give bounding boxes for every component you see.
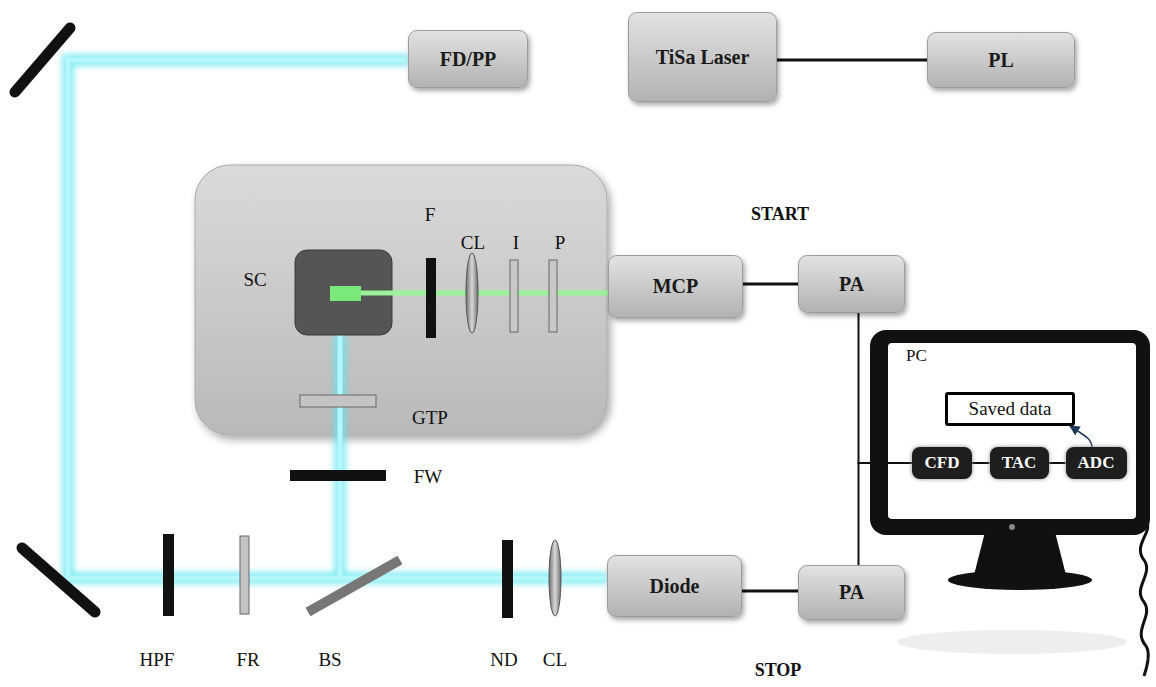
node-text: Diode — [650, 575, 700, 598]
glan-thompson-polarizer — [300, 395, 376, 407]
node-text: ADC — [1078, 453, 1115, 473]
node-text: PL — [988, 49, 1014, 72]
node-text: PA — [839, 581, 864, 604]
monitor-reflection — [897, 630, 1127, 654]
focusing-lens — [549, 540, 561, 616]
beam-splitter — [308, 560, 400, 612]
node-text: CFD — [925, 453, 960, 473]
part-label: CL — [461, 233, 485, 254]
part-label: HPF — [140, 650, 175, 671]
node-text: MCP — [653, 275, 699, 298]
pump-laser-box: PL — [927, 32, 1075, 88]
signal-wire — [742, 590, 798, 593]
signal-wire — [859, 463, 913, 565]
sample-enclosure — [195, 165, 607, 435]
photodiode-box: Diode — [607, 555, 742, 617]
laser-box: TiSa Laser — [628, 12, 777, 102]
detector-box: MCP — [608, 255, 743, 318]
part-label: GTP — [412, 408, 448, 429]
sample-cuvette — [330, 286, 361, 301]
part-label: FR — [236, 650, 259, 671]
node-text: TiSa Laser — [656, 46, 750, 69]
excitation-beam — [68, 60, 607, 578]
amplifier-box: PA — [798, 255, 905, 313]
monitor-screen — [888, 343, 1136, 519]
signal-wire — [972, 462, 990, 464]
filter-plate — [426, 258, 436, 338]
part-label: FW — [414, 467, 443, 488]
mirror — [15, 28, 70, 92]
data-arrow — [1070, 426, 1092, 447]
iris — [510, 260, 518, 332]
amplifier-box: PA — [798, 565, 905, 620]
monitor-neck — [974, 532, 1066, 575]
mirror — [22, 548, 95, 612]
laser-beam — [528, 55, 628, 64]
node-text: PC — [890, 343, 927, 366]
frequency-doubler-box: FD/PP — [408, 30, 528, 88]
monitor-bezel — [870, 330, 1150, 535]
data-box: Saved data — [945, 392, 1075, 426]
monitor-base — [948, 570, 1092, 590]
part-label: BS — [318, 650, 341, 671]
part-label: ND — [490, 650, 517, 671]
part-label: P — [555, 233, 566, 254]
module-box: ADC — [1066, 447, 1127, 479]
signal-label: START — [751, 205, 809, 225]
module-box: CFD — [912, 447, 972, 479]
signal-wire — [859, 313, 913, 463]
signal-wire — [743, 283, 798, 286]
filter-wheel — [290, 470, 386, 481]
monitor-logo — [1009, 524, 1015, 530]
cable-line — [777, 59, 927, 62]
part-label: SC — [243, 270, 266, 291]
signal-wire — [1049, 462, 1066, 464]
part-label: CL — [543, 650, 567, 671]
part-label: F — [425, 205, 436, 226]
fresnel-rhomb — [240, 536, 249, 614]
part-label: I — [513, 233, 519, 254]
collimating-lens — [466, 253, 478, 333]
node-text: TAC — [1002, 453, 1037, 473]
high-pass-filter — [163, 534, 174, 616]
emission-beam — [360, 293, 608, 294]
node-text: PA — [839, 273, 864, 296]
node-text: Saved data — [969, 398, 1052, 420]
computer-screen: PC Saved dataCFD TAC ADC — [890, 343, 1136, 518]
polarizer — [549, 260, 557, 332]
monitor-cable — [1140, 520, 1148, 676]
node-text: FD/PP — [440, 48, 497, 71]
signal-label: STOP — [755, 661, 802, 681]
module-box: TAC — [990, 447, 1049, 479]
neutral-density-filter — [502, 540, 513, 618]
